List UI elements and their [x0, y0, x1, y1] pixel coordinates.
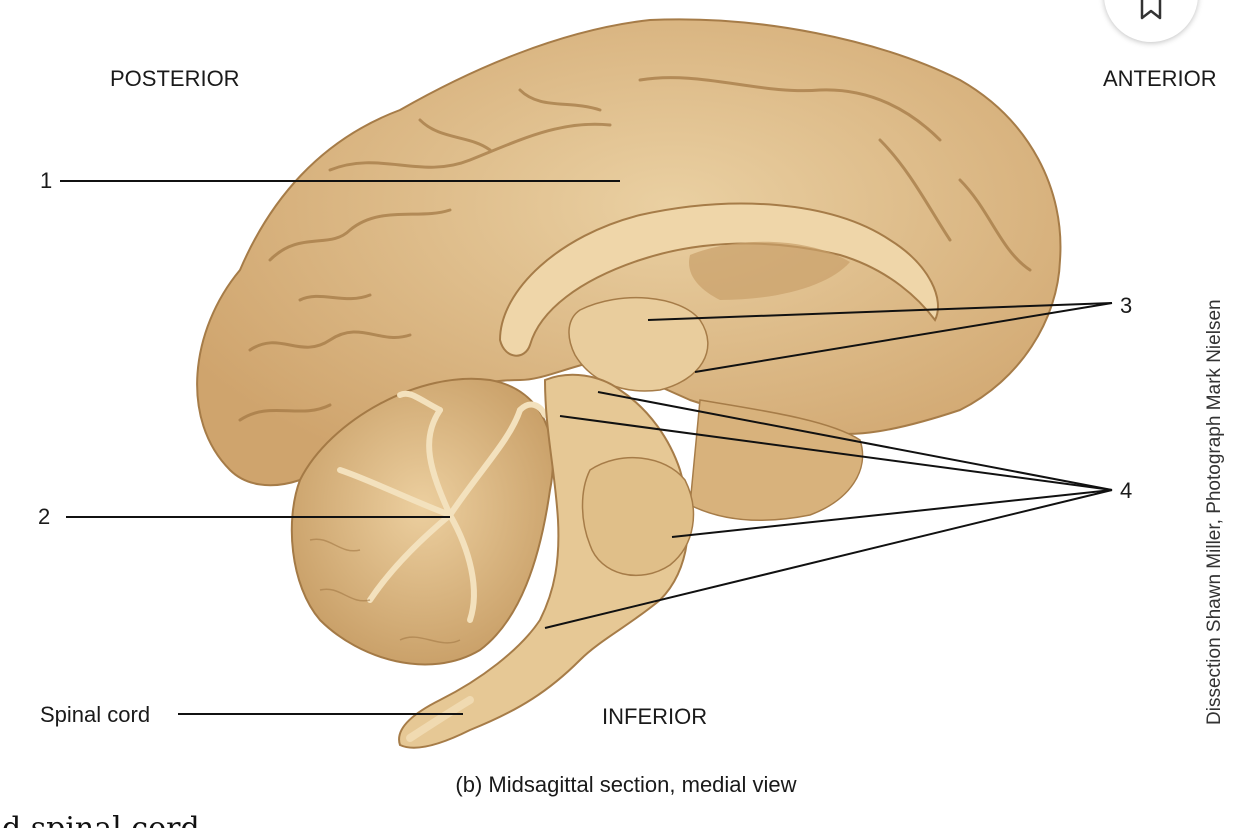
direction-anterior-label: ANTERIOR [1103, 66, 1217, 91]
direction-posterior-label: POSTERIOR [110, 66, 240, 91]
trailing-text-fragment: d spinal cord [0, 810, 1252, 828]
corpus-callosum [498, 202, 939, 357]
figure-caption: (b) Midsagittal section, medial view [455, 772, 797, 797]
cerebellum-folia [309, 538, 461, 644]
label-2: 2 [38, 504, 51, 529]
pons [581, 457, 695, 577]
leader-line-3a [647, 302, 1113, 321]
leader-line-4b [559, 415, 1113, 491]
leader-line-4d [544, 489, 1113, 629]
leader-line-4c [671, 489, 1113, 538]
spinal-cord [406, 696, 474, 742]
leader-line-3b [694, 302, 1113, 373]
ventricle [689, 241, 850, 300]
photo-credit: Dissection Shawn Miller, Photograph Mark… [1204, 299, 1225, 725]
label-4: 4 [1120, 478, 1133, 503]
label-1: 1 [40, 168, 53, 193]
trailing-text: d spinal cord [2, 811, 200, 828]
cerebellum [290, 377, 554, 666]
bookmark-icon [1140, 0, 1162, 20]
label-spinal-cord: Spinal cord [40, 702, 151, 727]
leader-lines [60, 180, 1113, 715]
diencephalon [568, 296, 709, 392]
arbor-vitae [337, 390, 548, 623]
temporal-region [689, 399, 864, 521]
cortex-sulci [238, 76, 1032, 422]
label-3: 3 [1120, 293, 1133, 318]
leader-line-4a [597, 391, 1113, 491]
direction-inferior-label: INFERIOR [602, 704, 708, 729]
